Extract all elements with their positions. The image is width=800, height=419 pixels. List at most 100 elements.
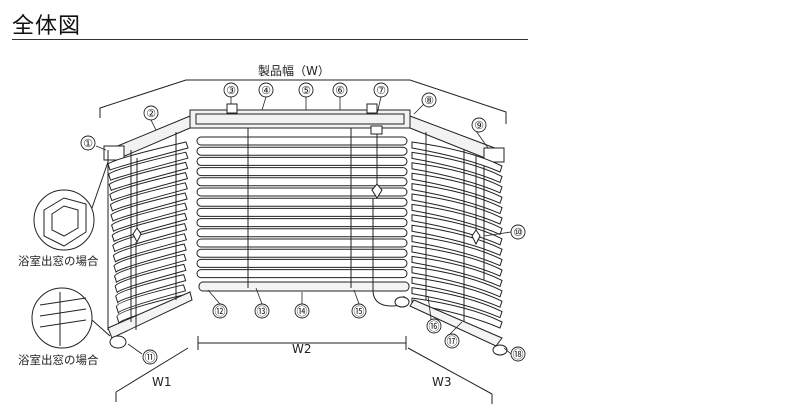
right-slat bbox=[411, 183, 503, 215]
callout-leader bbox=[475, 130, 489, 149]
right-slat bbox=[411, 162, 503, 194]
callout-number: ⑪ bbox=[145, 351, 156, 364]
right-slat bbox=[411, 141, 503, 173]
callout-circle bbox=[298, 82, 314, 98]
callout-circle bbox=[426, 318, 442, 334]
callout-circle bbox=[258, 82, 274, 98]
left-slat bbox=[109, 172, 189, 202]
callout-leader bbox=[427, 295, 432, 320]
overall-width-line bbox=[99, 79, 507, 124]
left-slat bbox=[108, 151, 189, 181]
center-slat bbox=[196, 136, 408, 146]
callout-leader bbox=[353, 289, 360, 305]
callout-circle bbox=[142, 349, 158, 365]
callout-number: ⑧ bbox=[424, 94, 434, 107]
callout-circle bbox=[373, 82, 389, 98]
cord-tassel bbox=[371, 183, 383, 199]
right-slat bbox=[411, 172, 503, 204]
callout-number: ⑥ bbox=[335, 84, 345, 97]
callout-circle bbox=[510, 346, 526, 362]
callout-number: ⑰ bbox=[447, 335, 458, 348]
left-slat bbox=[109, 182, 188, 212]
cord-weight bbox=[492, 344, 508, 356]
title-underline bbox=[12, 39, 528, 40]
inset-top-bracket bbox=[43, 197, 87, 247]
cord-tassel bbox=[471, 229, 481, 246]
callout-circle bbox=[143, 105, 159, 121]
inset-top-bracket-inner bbox=[51, 205, 79, 237]
center-slat bbox=[196, 146, 408, 156]
inset-leader bbox=[91, 319, 111, 337]
overall-width-label: 製品幅（W） bbox=[258, 63, 330, 78]
left-slat bbox=[107, 141, 189, 171]
callout-number: ⑱ bbox=[513, 348, 524, 361]
callout-leader bbox=[261, 96, 267, 111]
w3-dimension-line bbox=[407, 347, 493, 395]
callout-circle bbox=[223, 82, 239, 98]
center-slat bbox=[196, 218, 408, 228]
callout-number: ⑨ bbox=[474, 119, 484, 132]
inset-slat bbox=[39, 319, 87, 328]
callout-number: ⑫ bbox=[215, 305, 226, 318]
callout-number: ⑤ bbox=[301, 84, 311, 97]
mounting-bracket bbox=[226, 103, 238, 114]
right-slat bbox=[411, 255, 503, 288]
callout-circle bbox=[254, 303, 270, 319]
right-slat bbox=[411, 266, 503, 298]
center-slat bbox=[196, 269, 408, 279]
center-slat bbox=[196, 228, 408, 238]
callout-number: ⑮ bbox=[354, 305, 365, 318]
callout-number: ⑭ bbox=[297, 305, 308, 318]
callout-circle bbox=[444, 333, 460, 349]
callout-number: ⑩ bbox=[513, 226, 523, 239]
callout-number: ① bbox=[83, 137, 93, 150]
callout-circle bbox=[351, 303, 367, 319]
callout-circle bbox=[212, 303, 228, 319]
left-slat bbox=[108, 161, 189, 192]
inset-circle-top bbox=[33, 189, 95, 251]
inset-caption-bottom: 浴室出窓の場合 bbox=[18, 353, 99, 367]
center-slat bbox=[196, 238, 408, 248]
center-slat bbox=[196, 167, 408, 177]
cord-weight bbox=[394, 296, 410, 308]
inset-slat bbox=[39, 308, 87, 317]
callout-leader bbox=[207, 289, 221, 305]
right-slat bbox=[411, 297, 503, 329]
center-slat bbox=[196, 197, 408, 207]
callout-leader bbox=[150, 119, 157, 131]
inset-circle-bottom bbox=[31, 287, 93, 349]
w1-dimension-line bbox=[115, 347, 189, 393]
right-slat bbox=[411, 245, 503, 277]
inset-leader bbox=[91, 161, 109, 209]
callout-leader bbox=[449, 321, 463, 335]
center-slat bbox=[196, 187, 408, 197]
left-slat bbox=[115, 284, 187, 315]
right-slat bbox=[411, 193, 503, 225]
inset-slat bbox=[39, 297, 87, 306]
right-slat bbox=[411, 287, 503, 319]
left-slat bbox=[113, 243, 187, 273]
center-slat bbox=[196, 207, 408, 217]
right-slat bbox=[411, 203, 503, 236]
center-slat bbox=[196, 258, 408, 268]
center-slat bbox=[196, 177, 408, 187]
w1-label: W1 bbox=[152, 375, 172, 389]
callout-leader bbox=[255, 287, 263, 305]
left-slat bbox=[115, 274, 187, 304]
left-slat bbox=[110, 192, 188, 222]
left-bottom-rail bbox=[107, 291, 193, 339]
callout-number: ⑯ bbox=[429, 320, 440, 333]
callout-number: ⑬ bbox=[257, 305, 268, 318]
left-slat bbox=[111, 202, 188, 232]
blind-structure bbox=[31, 103, 508, 356]
left-slat bbox=[114, 263, 187, 294]
callout-leader bbox=[483, 231, 512, 237]
right-slat bbox=[411, 276, 503, 308]
callout-leader bbox=[95, 145, 107, 151]
callout-number: ③ bbox=[226, 84, 236, 97]
left-slat bbox=[114, 253, 187, 284]
cord-tassel bbox=[132, 227, 142, 244]
right-slat bbox=[411, 214, 503, 246]
left-slat bbox=[112, 233, 188, 263]
